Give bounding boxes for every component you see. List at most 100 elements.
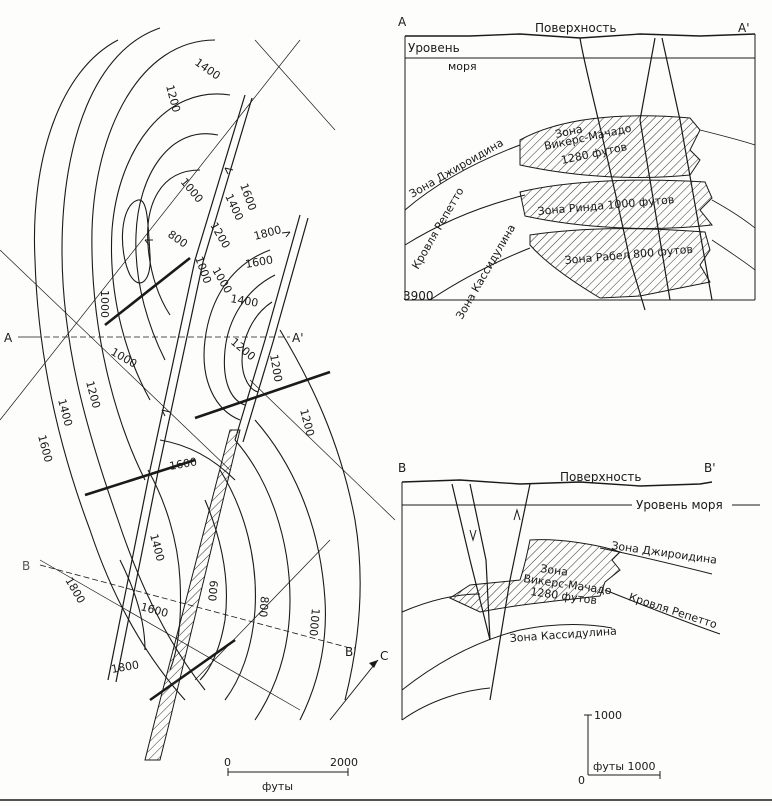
arrow-mark-b [513, 508, 521, 521]
contour-label: 1400 [55, 397, 75, 427]
zone-vickers-b-label: Зона [540, 562, 569, 579]
contour-line [135, 133, 219, 361]
fault-line-b [489, 483, 531, 701]
stratum-right [699, 129, 756, 146]
structure-contour-map: 1400 1200 1000 800 1000 1000 1000 1200 1… [0, 27, 396, 793]
section-b-right-mark: B' [704, 461, 716, 475]
zone-vickers-label: Зона [554, 122, 584, 140]
section-mark-b: B [22, 559, 30, 573]
sea-level-b-label: Уровень моря [636, 498, 723, 512]
contour-label: 1000 [98, 290, 111, 318]
contour-label: 600 [205, 580, 220, 602]
contour-label: 1200 [83, 379, 103, 409]
contour-line [121, 199, 151, 284]
fault-line-b [451, 483, 491, 641]
stratum-repetto-b [604, 589, 721, 635]
zone-kassidulina-b-label: Зона Кассидулина [509, 625, 617, 645]
reference-line [194, 539, 331, 681]
view-arrow-c-head [369, 660, 378, 668]
contour-label: 1200 [228, 335, 258, 363]
fault-line [639, 37, 671, 301]
section-a-right-mark: A' [738, 21, 750, 35]
contour-line [110, 93, 231, 401]
stratum-kassidulina-b [401, 624, 613, 691]
section-b-left-mark: B [398, 461, 406, 475]
fault-trace [104, 256, 191, 327]
contour-label: 1000 [178, 176, 206, 206]
sea-level-label-2: моря [448, 60, 477, 73]
section-a-surface-label: Поверхность [535, 21, 616, 35]
contour-label: 1200 [267, 353, 285, 383]
section-a-left-mark: A [398, 15, 407, 29]
fault-line [579, 37, 646, 311]
stratum-right [711, 239, 756, 271]
contour-line [234, 439, 291, 721]
view-arrow-c [329, 659, 379, 721]
contour-label: 800 [256, 596, 271, 618]
contour-label: 1200 [297, 407, 317, 437]
contour-label: 1400 [192, 56, 222, 83]
surface-line-b [401, 479, 713, 487]
section-scale: 1000 0 футы 1000 [578, 709, 661, 787]
reference-line [254, 39, 336, 131]
contour-label: 1000 [307, 608, 322, 637]
stratum-kassidulina [429, 247, 531, 301]
contour-line [91, 39, 216, 481]
contour-line [119, 559, 146, 651]
stratum-deep-b [401, 687, 491, 721]
stratum-djiro [404, 144, 521, 211]
contour-line [203, 249, 271, 421]
fault-zone-middle [242, 217, 309, 443]
sea-level-label: Уровень [408, 41, 460, 55]
map-scale-bar: 0 2000 футы [224, 756, 358, 793]
contour-line [147, 169, 201, 316]
section-mark-a-prime: A' [292, 331, 304, 345]
contour-label: 1200 [163, 83, 183, 113]
arrow-mark [281, 231, 291, 238]
contour-label: 1800 [110, 658, 140, 676]
roof-repetto-b-label: Кровля Репетто [627, 590, 719, 631]
scale-start: 0 [224, 756, 231, 769]
section-mark-c: C [380, 649, 388, 663]
contour-label: 1600 [168, 455, 198, 473]
contour-line [254, 419, 326, 721]
section-scale-origin: 0 [578, 774, 585, 787]
arrow-mark [224, 167, 234, 175]
hatched-zone-vickers [519, 115, 701, 178]
fault-trace [194, 370, 331, 420]
contour-label: 1800 [62, 575, 87, 606]
section-b-surface-label: Поверхность [560, 470, 641, 484]
stratum-djiro-b [599, 547, 713, 575]
fault-line [661, 37, 713, 301]
hatched-zone-b [448, 539, 621, 613]
zone-kassidulina-label: Зона Кассидулина [453, 222, 518, 321]
fault-trace [84, 458, 196, 497]
contour-label: 1800 [252, 223, 282, 243]
arrow-mark [161, 409, 171, 417]
reference-line [39, 559, 301, 711]
contour-label: 1600 [244, 253, 274, 271]
contour-label: 1600 [35, 433, 55, 463]
contour-line [61, 27, 206, 691]
fault-zone-left [107, 94, 246, 681]
contour-line [33, 39, 186, 701]
fault-zone-middle [234, 214, 301, 441]
hatched-fault-zone [144, 429, 241, 761]
section-scale-vertical: 1000 [594, 709, 622, 722]
scale-unit: футы [262, 780, 293, 793]
fault-zone-left [115, 97, 253, 683]
section-mark-b-prime: B' [345, 645, 357, 659]
contour-label: 1600 [139, 600, 169, 620]
reference-line [249, 379, 396, 521]
arrow-mark [144, 239, 153, 246]
hatched-zone-rabel [529, 228, 711, 299]
contour-line [219, 469, 256, 701]
reference-line [0, 249, 231, 471]
section-mark-a: A [4, 331, 13, 345]
stratum-right [711, 199, 756, 229]
cross-section-a: A A' Поверхность Уровень моря Зона Джиро… [398, 15, 756, 322]
contour-line [279, 329, 361, 701]
scale-end: 2000 [330, 756, 358, 769]
